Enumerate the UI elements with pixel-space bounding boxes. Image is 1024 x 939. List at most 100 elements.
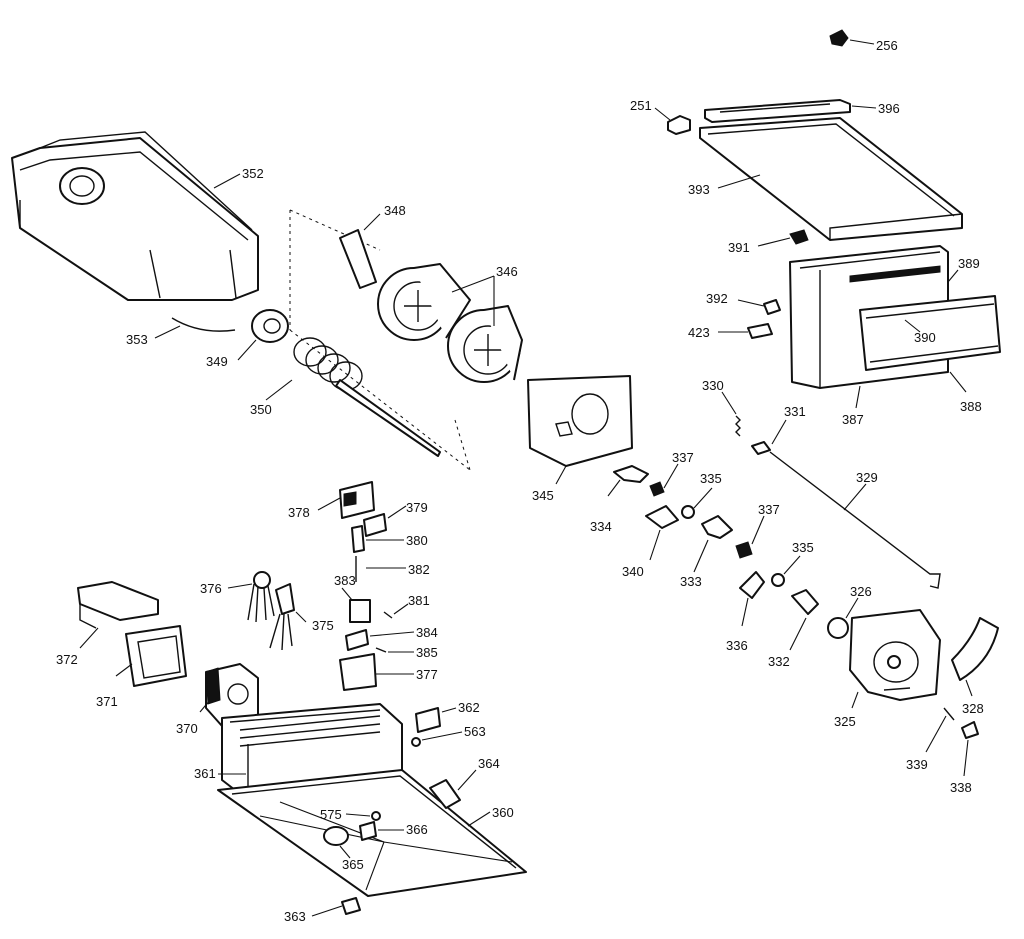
part-331-clip xyxy=(751,419,787,455)
label-385: 385 xyxy=(416,645,438,660)
label-388: 388 xyxy=(960,399,982,414)
label-251: 251 xyxy=(630,98,652,113)
part-346-drums xyxy=(377,263,523,383)
part-352-ice-bucket xyxy=(11,131,259,301)
label-381: 381 xyxy=(408,593,430,608)
label-352: 352 xyxy=(242,166,264,181)
callout-labels: 256 251 396 352 393 348 391 389 346 392 … xyxy=(56,38,984,924)
part-384-block xyxy=(345,629,415,651)
label-348: 348 xyxy=(384,203,406,218)
part-348-blade xyxy=(339,213,381,289)
label-379: 379 xyxy=(406,500,428,515)
label-377: 377 xyxy=(416,667,438,682)
label-345: 345 xyxy=(532,488,554,503)
label-387: 387 xyxy=(842,412,864,427)
part-372-shield xyxy=(77,581,159,649)
part-385-pin xyxy=(375,647,414,653)
part-332-lever xyxy=(789,589,819,651)
part-338-clip xyxy=(961,721,979,777)
part-325-motor xyxy=(849,609,941,709)
construction-lines xyxy=(289,209,471,471)
part-377-bracket xyxy=(339,653,414,691)
label-393: 393 xyxy=(688,182,710,197)
part-381-pin xyxy=(383,603,409,619)
label-339: 339 xyxy=(906,757,928,772)
label-340: 340 xyxy=(622,564,644,579)
label-396: 396 xyxy=(878,101,900,116)
label-329: 329 xyxy=(856,470,878,485)
label-378: 378 xyxy=(288,505,310,520)
label-331: 331 xyxy=(784,404,806,419)
label-326: 326 xyxy=(850,584,872,599)
label-364: 364 xyxy=(478,756,500,771)
part-370-motor xyxy=(199,663,259,727)
label-362: 362 xyxy=(458,700,480,715)
label-328: 328 xyxy=(962,701,984,716)
part-563-screw xyxy=(411,731,463,747)
part-375-harness xyxy=(269,583,307,651)
part-387-dispenser-housing xyxy=(789,245,1001,409)
label-382: 382 xyxy=(408,562,430,577)
part-340-gear xyxy=(645,505,679,561)
part-334-cam xyxy=(607,465,649,497)
part-337-spring-b xyxy=(735,515,765,559)
label-390: 390 xyxy=(914,330,936,345)
part-376-harness xyxy=(227,571,275,623)
part-423-bulb xyxy=(718,323,773,339)
label-337a: 337 xyxy=(672,450,694,465)
label-383: 383 xyxy=(334,573,356,588)
label-256: 256 xyxy=(876,38,898,53)
label-363: 363 xyxy=(284,909,306,924)
part-393-cover xyxy=(699,117,963,241)
label-380: 380 xyxy=(406,533,428,548)
part-382-screw xyxy=(355,556,406,582)
label-337b: 337 xyxy=(758,502,780,517)
part-336-cam xyxy=(739,571,765,627)
label-330: 330 xyxy=(702,378,724,393)
part-575-screw xyxy=(345,811,381,821)
part-329-rod xyxy=(769,451,941,589)
label-335b: 335 xyxy=(792,540,814,555)
part-345-plate xyxy=(527,375,633,485)
label-391: 391 xyxy=(728,240,750,255)
part-335-washer-b xyxy=(771,555,801,587)
label-346: 346 xyxy=(496,264,518,279)
label-575: 575 xyxy=(320,807,342,822)
label-370: 370 xyxy=(176,721,198,736)
label-332: 332 xyxy=(768,654,790,669)
part-378-solenoid xyxy=(317,481,375,519)
label-338: 338 xyxy=(950,780,972,795)
part-366-clip xyxy=(359,821,404,841)
part-256-clip xyxy=(829,29,875,47)
label-389: 389 xyxy=(958,256,980,271)
label-371: 371 xyxy=(96,694,118,709)
label-336: 336 xyxy=(726,638,748,653)
label-350: 350 xyxy=(250,402,272,417)
label-361: 361 xyxy=(194,766,216,781)
part-251-clip xyxy=(654,107,691,135)
label-349: 349 xyxy=(206,354,228,369)
part-335-washer-a xyxy=(681,487,713,519)
label-360: 360 xyxy=(492,805,514,820)
part-339-pin xyxy=(925,707,955,753)
part-337-spring-a xyxy=(649,463,679,497)
label-353: 353 xyxy=(126,332,148,347)
label-325: 325 xyxy=(834,714,856,729)
part-379-bracket xyxy=(363,505,407,537)
part-349-bushing xyxy=(237,309,289,361)
part-364-switch xyxy=(429,769,477,809)
part-365-plug xyxy=(323,826,351,859)
part-383-cylinder xyxy=(341,587,371,623)
part-362-bracket xyxy=(415,707,457,733)
part-363-foot xyxy=(311,897,361,917)
label-366: 366 xyxy=(406,822,428,837)
label-333: 333 xyxy=(680,574,702,589)
label-335a: 335 xyxy=(700,471,722,486)
label-334: 334 xyxy=(590,519,612,534)
part-371-duct xyxy=(115,625,187,687)
part-350-auger xyxy=(265,337,441,457)
part-328-cover xyxy=(951,617,999,697)
label-376: 376 xyxy=(200,581,222,596)
